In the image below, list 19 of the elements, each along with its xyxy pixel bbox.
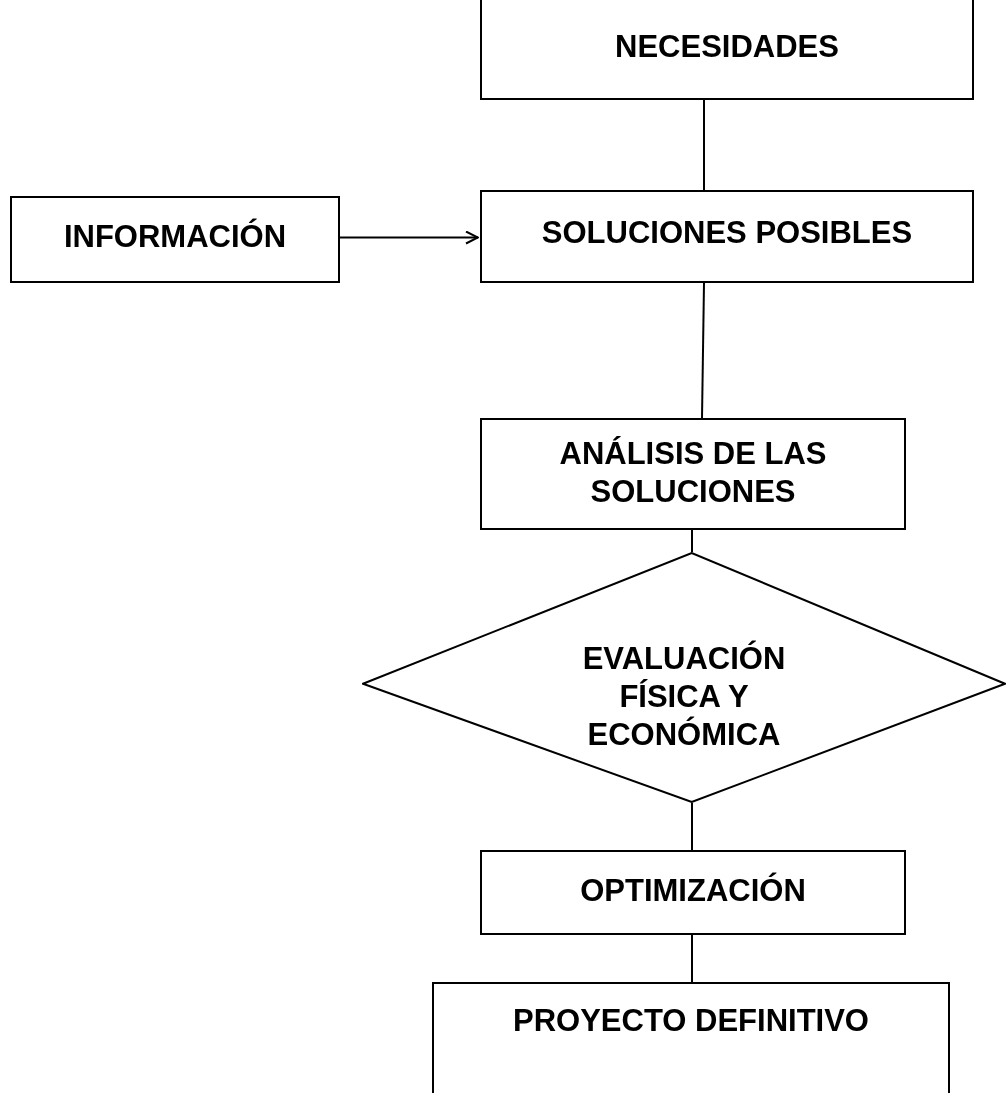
connector-line — [701, 282, 705, 419]
node-label: OPTIMIZACIÓN — [580, 872, 806, 910]
connector-line — [691, 529, 693, 553]
node-label: PROYECTO DEFINITIVO — [513, 1002, 869, 1040]
connector-line — [703, 99, 705, 191]
node-label: INFORMACIÓN — [63, 218, 287, 256]
process-box — [480, 418, 906, 530]
node-label: SOLUCIONES POSIBLES — [541, 214, 913, 252]
connector-line — [691, 934, 693, 983]
arrow — [339, 230, 479, 245]
process-box — [480, 190, 974, 283]
node-label: NECESIDADES — [615, 28, 839, 66]
process-box — [10, 196, 340, 283]
process-box — [480, 850, 906, 935]
connector-line — [691, 802, 693, 851]
node-label: ANÁLISIS DE LAS SOLUCIONES — [558, 435, 828, 511]
node-label: EVALUACIÓN FÍSICA Y ECONÓMICA — [581, 640, 787, 754]
process-box — [480, 0, 974, 100]
process-box — [432, 982, 950, 1093]
